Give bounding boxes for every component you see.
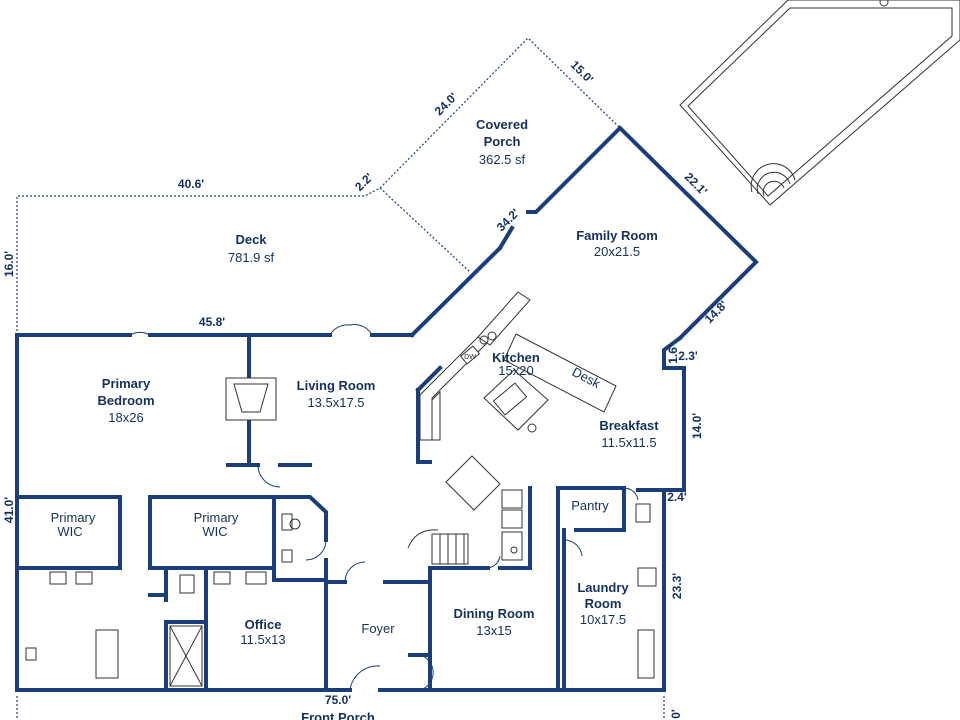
primary-bedroom-label-2: Bedroom bbox=[97, 393, 154, 408]
family-room-size: 20x21.5 bbox=[594, 244, 640, 259]
dim-41-0: 41.0' bbox=[2, 497, 16, 523]
primary-wic-2-label-2: WIC bbox=[202, 524, 227, 539]
deck-area: 781.9 sf bbox=[228, 250, 275, 265]
room-labels: Covered Porch 362.5 sf Deck 781.9 sf Fam… bbox=[51, 117, 660, 720]
dim-14-0: 14.0' bbox=[690, 413, 704, 439]
covered-porch-area: 362.5 sf bbox=[479, 152, 526, 167]
kitchen-size: 15x20 bbox=[498, 363, 533, 378]
dim-14-8: 14.8' bbox=[702, 298, 731, 327]
bath-fixtures bbox=[25, 503, 657, 687]
office-size: 11.5x13 bbox=[240, 632, 285, 647]
breakfast-size: 11.5x11.5 bbox=[601, 435, 656, 450]
primary-wic-1-label-1: Primary bbox=[51, 510, 96, 525]
dim-24-0: 24.0' bbox=[432, 90, 461, 119]
front-porch-label: Front Porch bbox=[301, 710, 375, 720]
dishwasher-label: DW bbox=[464, 354, 476, 361]
pool bbox=[679, 0, 960, 206]
laundry-room-label-1: Laundry bbox=[577, 580, 629, 595]
dim-2-4: 2.4' bbox=[667, 490, 687, 504]
dim-45-8: 45.8' bbox=[199, 315, 225, 329]
dim-2-3: 2.3' bbox=[678, 349, 698, 363]
deck-outline bbox=[16, 37, 665, 720]
dim-75-0: 75.0' bbox=[325, 693, 351, 707]
covered-porch-label-2: Porch bbox=[484, 134, 521, 149]
laundry-room-size: 10x17.5 bbox=[580, 612, 626, 627]
dining-room-size: 13x15 bbox=[476, 623, 511, 638]
foyer-label: Foyer bbox=[361, 621, 395, 636]
dim-right-edge: 0' bbox=[669, 709, 683, 719]
primary-wic-2-label-1: Primary bbox=[194, 510, 239, 525]
dim-15-0: 15.0' bbox=[568, 58, 597, 87]
dim-16-0: 16.0' bbox=[2, 251, 16, 277]
dining-room-label: Dining Room bbox=[454, 606, 535, 621]
laundry-room-label-2: Room bbox=[585, 596, 622, 611]
stairs bbox=[407, 529, 469, 565]
breakfast-label: Breakfast bbox=[599, 418, 659, 433]
office-label: Office bbox=[245, 617, 282, 632]
kitchen-fixtures: DW bbox=[419, 291, 617, 561]
covered-porch-label-1: Covered bbox=[476, 117, 528, 132]
kitchen-label: Kitchen bbox=[492, 350, 540, 365]
dim-1-6: 1.6' bbox=[666, 344, 680, 364]
interior-walls bbox=[15, 333, 666, 692]
fireplace bbox=[225, 377, 277, 421]
dim-23-3: 23.3' bbox=[670, 573, 684, 599]
primary-bedroom-label-1: Primary bbox=[102, 376, 151, 391]
dim-2-2: 2.2' bbox=[352, 170, 376, 194]
door-swings bbox=[129, 324, 639, 691]
family-room-label: Family Room bbox=[576, 228, 658, 243]
primary-wic-1-label-2: WIC bbox=[57, 524, 82, 539]
primary-bedroom-size: 18x26 bbox=[108, 410, 143, 425]
dim-40-6: 40.6' bbox=[178, 177, 204, 191]
living-room-size: 13.5x17.5 bbox=[307, 395, 364, 410]
dim-34-2: 34.2' bbox=[494, 206, 523, 235]
living-room-label: Living Room bbox=[297, 378, 376, 393]
deck-label: Deck bbox=[235, 232, 267, 247]
pantry-label: Pantry bbox=[571, 498, 609, 513]
exterior-walls bbox=[15, 125, 759, 692]
